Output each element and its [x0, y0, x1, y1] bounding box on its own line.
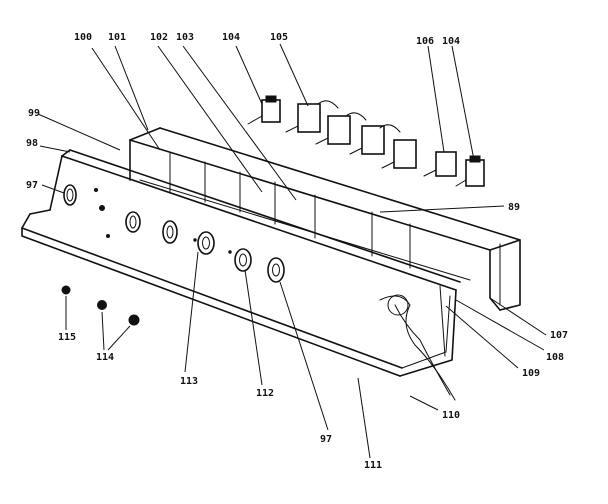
- callout-99: 99: [28, 108, 40, 119]
- callout-106: 106: [416, 36, 434, 47]
- callout-102: 102: [150, 32, 168, 43]
- knobs: [61, 285, 140, 326]
- callout-103: 103: [176, 32, 194, 43]
- callout-101: 101: [108, 32, 126, 43]
- callout-111: 111: [364, 460, 382, 471]
- callout-110: 110: [442, 410, 460, 421]
- leader-lines: [37, 43, 547, 459]
- callout-114: 114: [96, 352, 114, 363]
- callout-115: 115: [58, 332, 76, 343]
- callout-105: 105: [270, 32, 288, 43]
- callout-104-left: 104: [222, 32, 240, 43]
- wire-harness: [379, 294, 456, 401]
- callout-112: 112: [256, 388, 274, 399]
- callout-107: 107: [550, 330, 568, 341]
- callout-98: 98: [26, 138, 38, 149]
- knob-openings: [63, 184, 285, 283]
- control-housing: [129, 127, 521, 311]
- callout-97-bottom: 97: [320, 434, 332, 445]
- callout-113: 113: [180, 376, 198, 387]
- switch-components: [247, 95, 485, 187]
- callout-100: 100: [74, 32, 92, 43]
- callout-108: 108: [546, 352, 564, 363]
- callout-104-right: 104: [442, 36, 460, 47]
- front-panel: [21, 149, 461, 377]
- callout-labels: 100 101 102 103 104 105 106 104 99 98 97…: [26, 32, 568, 471]
- callout-97-top: 97: [26, 180, 38, 191]
- callout-89: 89: [508, 202, 520, 213]
- callout-109: 109: [522, 368, 540, 379]
